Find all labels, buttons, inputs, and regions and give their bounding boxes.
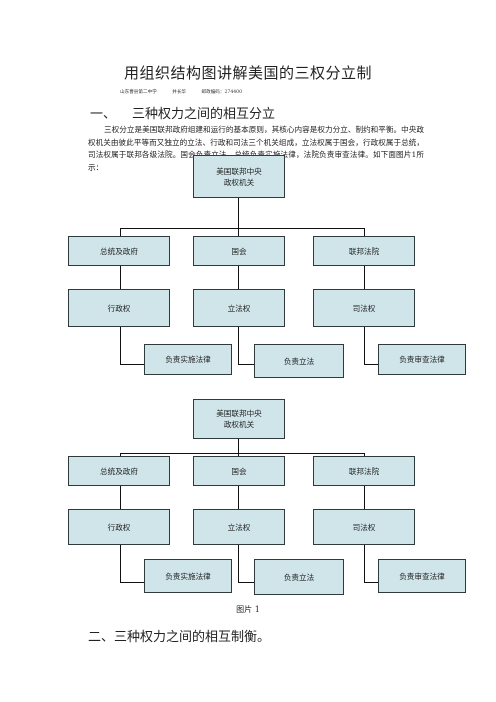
- connector: [364, 228, 365, 236]
- connector: [238, 486, 239, 509]
- branch-node-court: 联邦法院: [313, 236, 415, 266]
- connector: [238, 198, 239, 228]
- org-chart-1: 美国联邦中央 政权机关 总统及政府 国会 联邦法院 行政权 立法权 司法权 负责…: [60, 155, 466, 383]
- connector: [364, 453, 365, 456]
- connector: [120, 228, 364, 229]
- duty-node-legislate: 负责立法: [254, 344, 344, 378]
- author-name: 井长华: [172, 90, 187, 95]
- connector: [238, 439, 239, 453]
- branch-node-congress: 国会: [193, 456, 285, 486]
- duty-node-review-law: 负责审查法律: [378, 344, 466, 375]
- duty-node-execute-law: 负责实施法律: [144, 344, 232, 375]
- branch-node-court: 联邦法院: [313, 456, 415, 486]
- power-node-judicial: 司法权: [313, 289, 415, 327]
- connector: [120, 228, 121, 236]
- connector: [120, 582, 144, 583]
- connector: [238, 266, 239, 289]
- branch-node-executive: 总统及政府: [68, 236, 170, 266]
- power-node-executive: 行政权: [68, 509, 170, 545]
- connector: [120, 453, 364, 454]
- root-label-line2: 政权机关: [223, 420, 255, 429]
- connector: [238, 228, 239, 236]
- connector: [238, 327, 239, 364]
- power-node-legislative: 立法权: [193, 289, 285, 327]
- postal-code: 邮政编码：274400: [201, 90, 243, 95]
- connector: [120, 327, 121, 364]
- connector: [238, 364, 254, 365]
- power-node-judicial: 司法权: [313, 509, 415, 545]
- connector: [364, 582, 378, 583]
- power-node-legislative: 立法权: [193, 509, 285, 545]
- org-chart-2: 美国联邦中央 政权机关 总统及政府 国会 联邦法院 行政权 立法权 司法权 负责…: [60, 399, 466, 599]
- document-title: 用组织结构图讲解美国的三权分立制: [123, 64, 372, 82]
- branch-node-congress: 国会: [193, 236, 285, 266]
- root-label-line2: 政权机关: [223, 177, 255, 187]
- section1-text: 三种权力之间的相互分立: [132, 107, 276, 122]
- connector: [120, 453, 121, 456]
- connector: [238, 582, 254, 583]
- author-info: 山东曹县第二中学 井长华 邮政编码：274400: [120, 89, 420, 95]
- connector: [364, 266, 365, 289]
- connector: [364, 545, 365, 582]
- connector: [238, 545, 239, 582]
- duty-node-legislate: 负责立法: [254, 559, 344, 595]
- root-label-line1: 美国联邦中央: [216, 166, 262, 176]
- connector: [120, 364, 144, 365]
- connector: [120, 266, 121, 289]
- branch-node-executive: 总统及政府: [68, 456, 170, 486]
- duty-node-review-law: 负责审查法律: [378, 559, 466, 593]
- power-node-executive: 行政权: [68, 289, 170, 327]
- intro-paragraph: 三权分立是美国联邦政府组建和运行的基本原则，其核心内容是权力分立、制约和平衡。中…: [88, 125, 424, 172]
- author-school: 山东曹县第二中学: [120, 90, 157, 95]
- connector: [120, 545, 121, 582]
- duty-node-execute-law: 负责实施法律: [144, 559, 232, 593]
- figure-caption: 图片 1: [236, 605, 260, 614]
- connector: [364, 327, 365, 364]
- section1-number: 一、: [90, 107, 117, 122]
- root-label-line1: 美国联邦中央: [216, 409, 262, 418]
- section2-heading: 二、三种权力之间的相互制衡。: [88, 630, 271, 645]
- root-node: 美国联邦中央 政权机关: [193, 399, 285, 439]
- connector: [364, 364, 378, 365]
- connector: [364, 486, 365, 509]
- connector: [238, 453, 239, 456]
- section1-heading: 一、三种权力之间的相互分立: [90, 103, 275, 122]
- root-node: 美国联邦中央 政权机关: [193, 155, 285, 198]
- connector: [120, 486, 121, 509]
